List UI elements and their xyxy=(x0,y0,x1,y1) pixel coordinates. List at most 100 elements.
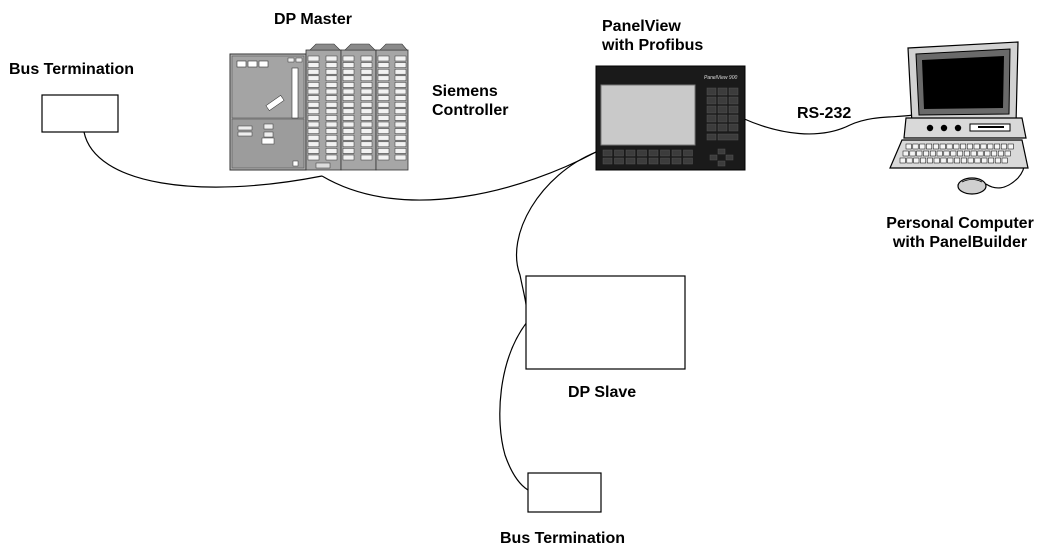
io-terminal xyxy=(325,82,338,88)
personal-computer-icon xyxy=(889,41,1029,195)
bus-termination-bottom-label: Bus Termination xyxy=(500,530,626,547)
io-terminal xyxy=(307,148,320,154)
io-terminal xyxy=(325,108,338,115)
keyboard-key xyxy=(906,157,913,164)
io-terminal xyxy=(307,115,320,121)
keyboard-key xyxy=(988,157,995,164)
function-key xyxy=(637,157,647,165)
io-terminal xyxy=(377,101,390,108)
keyboard-key xyxy=(923,150,930,157)
function-key xyxy=(602,157,613,165)
keyboard-key xyxy=(909,150,916,157)
io-terminal xyxy=(342,88,355,95)
pc-label-line1: Personal Computer xyxy=(886,215,1034,232)
io-terminal xyxy=(394,154,407,161)
pc-label-line2: with PanelBuilder xyxy=(892,234,1028,251)
siemens-plc-icon xyxy=(229,43,409,171)
enter-key xyxy=(717,133,739,141)
bus-termination-box-bottom xyxy=(527,472,602,513)
io-terminal xyxy=(394,148,407,154)
function-key xyxy=(671,157,682,165)
io-terminal xyxy=(307,75,320,82)
keyboard-key xyxy=(960,143,967,150)
io-terminal xyxy=(394,141,407,148)
io-terminal xyxy=(342,62,355,68)
bus-termination-box-top xyxy=(41,94,119,133)
keyboard-key xyxy=(973,143,980,150)
keyboard-key xyxy=(936,150,943,157)
keypad-key xyxy=(728,105,739,114)
keypad-key xyxy=(717,123,728,132)
io-terminal xyxy=(307,134,320,141)
io-terminal xyxy=(377,108,390,115)
arrow-key xyxy=(717,160,726,167)
keyboard-key xyxy=(902,150,909,157)
keyboard-key xyxy=(913,157,920,164)
cable-slave-to-termination xyxy=(499,321,529,491)
siemens-label-line1: Siemens xyxy=(432,83,498,100)
io-terminal xyxy=(394,121,407,128)
keyboard-key xyxy=(966,143,973,150)
panelview-label: PanelView with Profibus xyxy=(602,17,703,55)
keyboard-key xyxy=(994,143,1001,150)
keyboard-key xyxy=(947,157,954,164)
cables xyxy=(83,114,1026,491)
keyboard-key xyxy=(960,157,967,164)
bus-termination-top-label: Bus Termination xyxy=(9,61,135,78)
io-terminal xyxy=(342,95,355,101)
io-terminal xyxy=(307,108,320,115)
io-terminal xyxy=(325,115,338,121)
dp-slave-box xyxy=(525,275,686,370)
io-terminal xyxy=(360,68,373,75)
io-terminal xyxy=(394,115,407,121)
io-terminal xyxy=(307,95,320,101)
io-terminal xyxy=(377,134,390,141)
keyboard-key xyxy=(1000,143,1007,150)
io-terminal xyxy=(342,141,355,148)
keyboard-key xyxy=(974,157,981,164)
function-key xyxy=(648,157,659,165)
function-key xyxy=(648,149,659,157)
io-terminal xyxy=(325,154,338,161)
io-terminal xyxy=(360,95,373,101)
keyboard-key xyxy=(981,157,988,164)
cable-master-to-panelview xyxy=(321,151,597,201)
io-terminal xyxy=(360,148,373,154)
io-terminal xyxy=(377,141,390,148)
keyboard-key xyxy=(943,150,950,157)
io-terminal xyxy=(325,128,338,134)
siemens-label-line2: Controller xyxy=(432,102,509,119)
keypad-key xyxy=(728,123,739,132)
io-terminal xyxy=(377,121,390,128)
keypad-key xyxy=(717,114,728,123)
keypad-key xyxy=(706,114,717,123)
io-terminal xyxy=(325,134,338,141)
io-terminal xyxy=(377,88,390,95)
keypad-key xyxy=(717,87,728,96)
cable-termination-to-master xyxy=(83,131,323,188)
escape-key xyxy=(706,133,717,141)
io-terminal xyxy=(394,55,407,62)
io-terminal xyxy=(394,88,407,95)
function-key xyxy=(660,157,670,165)
dp-master-label: DP Master xyxy=(274,11,352,28)
panelview-label-line1: PanelView xyxy=(602,18,681,35)
io-terminal xyxy=(325,55,338,62)
io-terminal xyxy=(325,62,338,68)
personal-computer-label: Personal Computer with PanelBuilder xyxy=(880,214,1040,252)
io-terminal xyxy=(360,55,373,62)
keypad-key xyxy=(706,105,717,114)
io-terminal xyxy=(342,68,355,75)
function-key xyxy=(683,149,693,157)
io-terminal xyxy=(360,75,373,82)
io-terminal xyxy=(377,148,390,154)
io-terminal xyxy=(377,82,390,88)
function-key xyxy=(683,157,693,165)
io-terminal xyxy=(325,75,338,82)
io-terminal xyxy=(307,62,320,68)
keyboard-key xyxy=(953,143,960,150)
io-terminal xyxy=(360,121,373,128)
arrow-key xyxy=(725,154,734,161)
keyboard-key xyxy=(954,157,961,164)
